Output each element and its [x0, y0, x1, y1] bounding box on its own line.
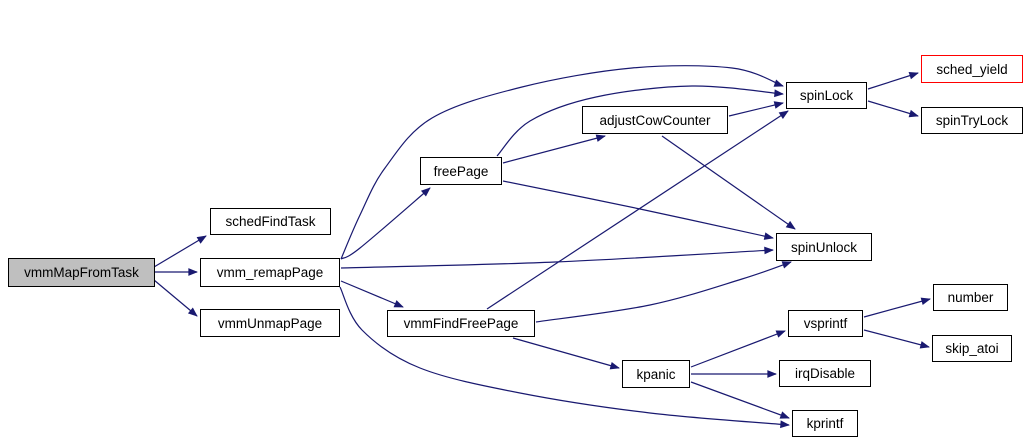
- node-kpanic[interactable]: kpanic: [622, 360, 690, 388]
- node-spinTryLock[interactable]: spinTryLock: [921, 107, 1023, 134]
- edge-vsprintf-to-skip_atoi: [863, 329, 930, 349]
- node-adjustCowCounter[interactable]: adjustCowCounter: [582, 106, 728, 134]
- edge-vmm_remapPage-to-spinLock: [340, 65, 784, 260]
- edge-vmmFindFreePage-to-spinLock: [486, 110, 789, 310]
- node-skip_atoi[interactable]: skip_atoi: [932, 335, 1012, 362]
- node-spinUnlock[interactable]: spinUnlock: [776, 233, 872, 261]
- edge-kpanic-to-kprintf: [690, 381, 790, 419]
- edge-vmmMapFromTask-to-vmmUnmapPage: [153, 279, 198, 317]
- node-vmmFindFreePage[interactable]: vmmFindFreePage: [387, 310, 535, 337]
- edge-vmmFindFreePage-to-kpanic: [512, 337, 620, 370]
- node-vmm_remapPage[interactable]: vmm_remapPage: [200, 258, 340, 287]
- edge-spinLock-to-spinTryLock: [867, 100, 919, 118]
- edge-vmm_remapPage-to-kprintf: [339, 286, 790, 429]
- edge-vmm_remapPage-to-spinUnlock: [340, 246, 774, 269]
- node-vmmUnmapPage[interactable]: vmmUnmapPage: [200, 309, 340, 337]
- node-irqDisable[interactable]: irqDisable: [779, 360, 871, 387]
- edge-kpanic-to-vsprintf: [690, 330, 786, 368]
- node-vmmMapFromTask[interactable]: vmmMapFromTask: [8, 258, 155, 287]
- node-freePage[interactable]: freePage: [420, 157, 502, 185]
- edge-vmmFindFreePage-to-spinUnlock: [535, 261, 792, 323]
- edge-adjustCowCounter-to-spinUnlock: [661, 135, 796, 230]
- node-kprintf[interactable]: kprintf: [792, 410, 858, 437]
- node-spinLock[interactable]: spinLock: [786, 82, 867, 109]
- edge-vmm_remapPage-to-freePage: [340, 187, 431, 260]
- node-number[interactable]: number: [933, 284, 1008, 311]
- edge-vmmMapFromTask-to-schedFindTask: [153, 235, 207, 268]
- edge-vsprintf-to-number: [863, 297, 931, 318]
- edge-freePage-to-adjustCowCounter: [502, 134, 606, 164]
- edge-vmm_remapPage-to-vmmFindFreePage: [340, 280, 404, 308]
- edge-spinLock-to-sched_yield: [867, 71, 919, 90]
- node-vsprintf[interactable]: vsprintf: [788, 310, 863, 337]
- node-sched_yield[interactable]: sched_yield: [921, 55, 1023, 83]
- edge-adjustCowCounter-to-spinLock: [728, 101, 784, 117]
- edge-freePage-to-spinLock: [496, 85, 784, 157]
- node-schedFindTask[interactable]: schedFindTask: [210, 208, 331, 235]
